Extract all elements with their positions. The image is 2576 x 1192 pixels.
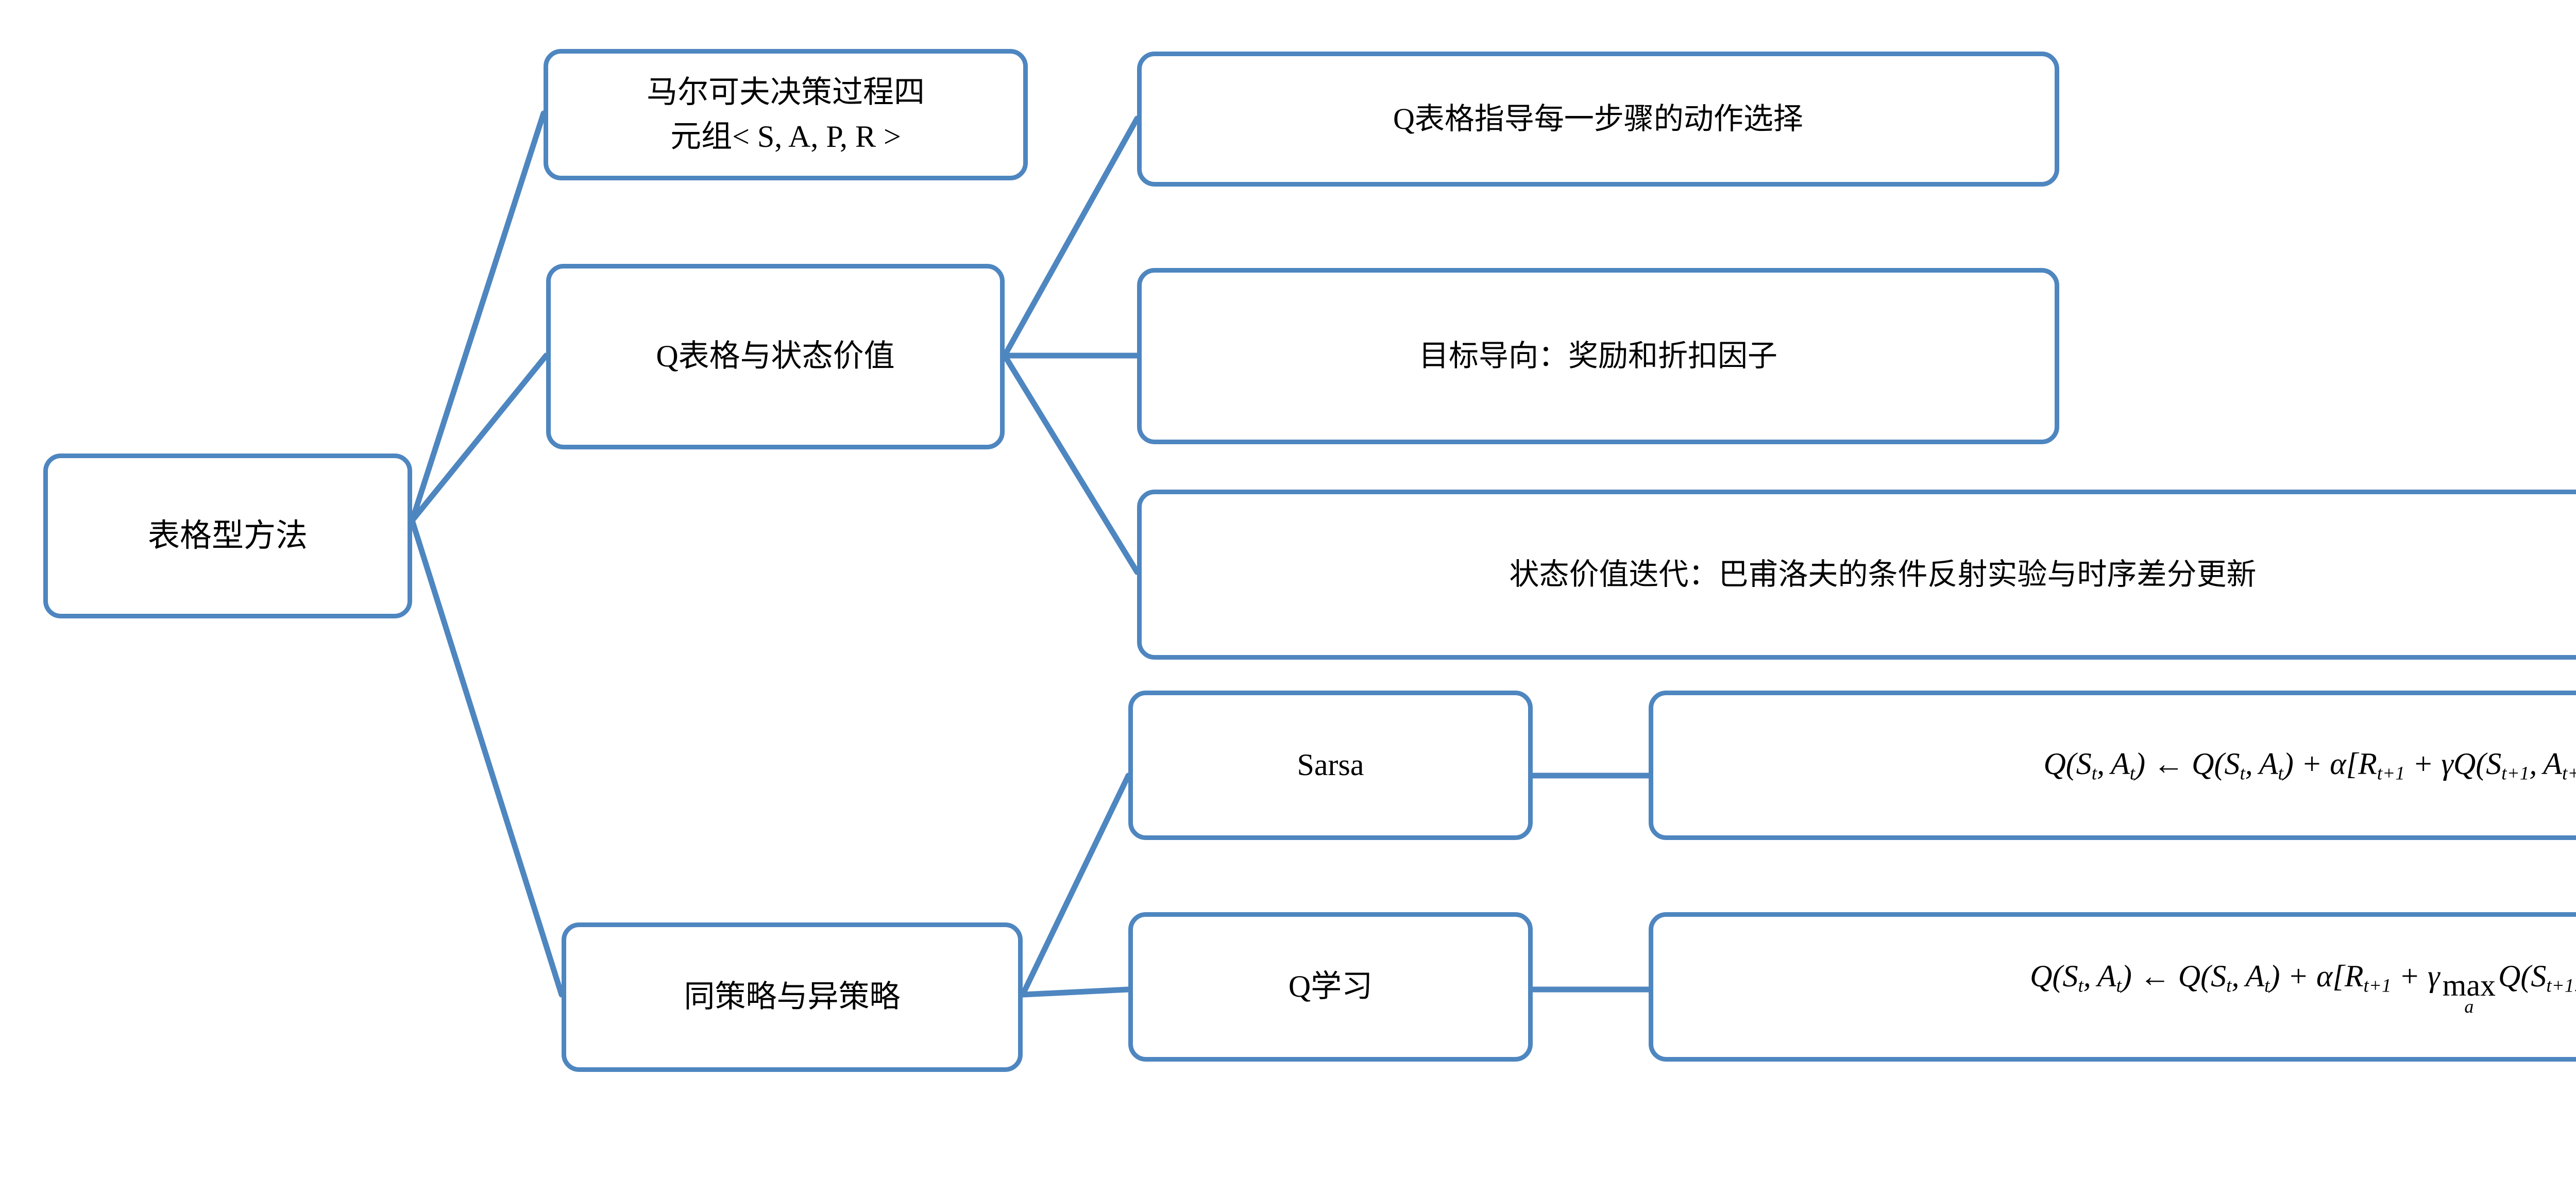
node-mdp-label: 马尔可夫决策过程四 元组< S, A, P, R > xyxy=(647,75,925,154)
node-policy[interactable]: 同策略与异策略 xyxy=(562,922,1023,1072)
connector-policy-to-sarsa xyxy=(1020,773,1131,998)
connector-root-to-mdp xyxy=(409,110,547,524)
node-qtable-child-1[interactable]: Q表格指导每一步骤的动作选择 xyxy=(1137,52,2059,187)
node-mdp[interactable]: 马尔可夫决策过程四 元组< S, A, P, R > xyxy=(544,49,1028,180)
connector-root-to-policy xyxy=(409,517,565,998)
connector-root-to-qtable xyxy=(409,352,549,524)
node-sarsa-label: Sarsa xyxy=(1297,748,1364,782)
node-qtable-child-3[interactable]: 状态价值迭代：巴甫洛夫的条件反射实验与时序差分更新 xyxy=(1137,490,2576,660)
node-policy-label: 同策略与异策略 xyxy=(684,980,901,1014)
node-qtable-child-1-label: Q表格指导每一步骤的动作选择 xyxy=(1393,102,1803,136)
node-qlearning[interactable]: Q学习 xyxy=(1128,912,1533,1062)
node-qtable-label: Q表格与状态价值 xyxy=(656,339,895,374)
connector-qtable-to-child-3 xyxy=(1002,352,1140,575)
node-qtable-child-3-label: 状态价值迭代：巴甫洛夫的条件反射实验与时序差分更新 xyxy=(1509,557,2257,591)
connector-policy-to-qlearning xyxy=(1020,986,1131,998)
node-sarsa-formula-label: Q(St, At) ← Q(St, At) + α[Rt+1 + γQ(St+1… xyxy=(2043,746,2576,784)
node-sarsa[interactable]: Sarsa xyxy=(1128,691,1533,840)
node-sarsa-formula[interactable]: Q(St, At) ← Q(St, At) + α[Rt+1 + γQ(St+1… xyxy=(1649,691,2576,840)
node-qtable-child-2-label: 目标导向：奖励和折扣因子 xyxy=(1418,339,1777,373)
node-qlearning-label: Q学习 xyxy=(1288,969,1373,1004)
node-root-label: 表格型方法 xyxy=(147,518,308,553)
node-root[interactable]: 表格型方法 xyxy=(43,454,412,618)
node-qtable-child-2[interactable]: 目标导向：奖励和折扣因子 xyxy=(1137,268,2059,444)
node-qtable[interactable]: Q表格与状态价值 xyxy=(546,264,1005,449)
